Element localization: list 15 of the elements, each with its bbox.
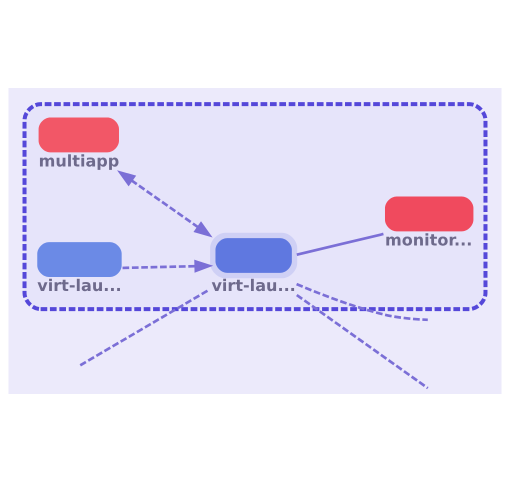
connector (296, 282, 428, 322)
node-box (384, 196, 474, 232)
node-box (210, 232, 298, 278)
node-label: multiapp (38, 152, 120, 171)
node-box (38, 117, 119, 152)
cluster (22, 102, 488, 312)
connector (80, 288, 210, 366)
node-label: virt-lau... (37, 276, 122, 296)
connector (296, 232, 384, 256)
node-label: monitor... (384, 230, 472, 250)
connector (296, 294, 429, 390)
arrow (117, 170, 213, 238)
node-box (37, 242, 122, 277)
arrow (122, 260, 214, 273)
node-label: virt-lau... (211, 276, 296, 296)
